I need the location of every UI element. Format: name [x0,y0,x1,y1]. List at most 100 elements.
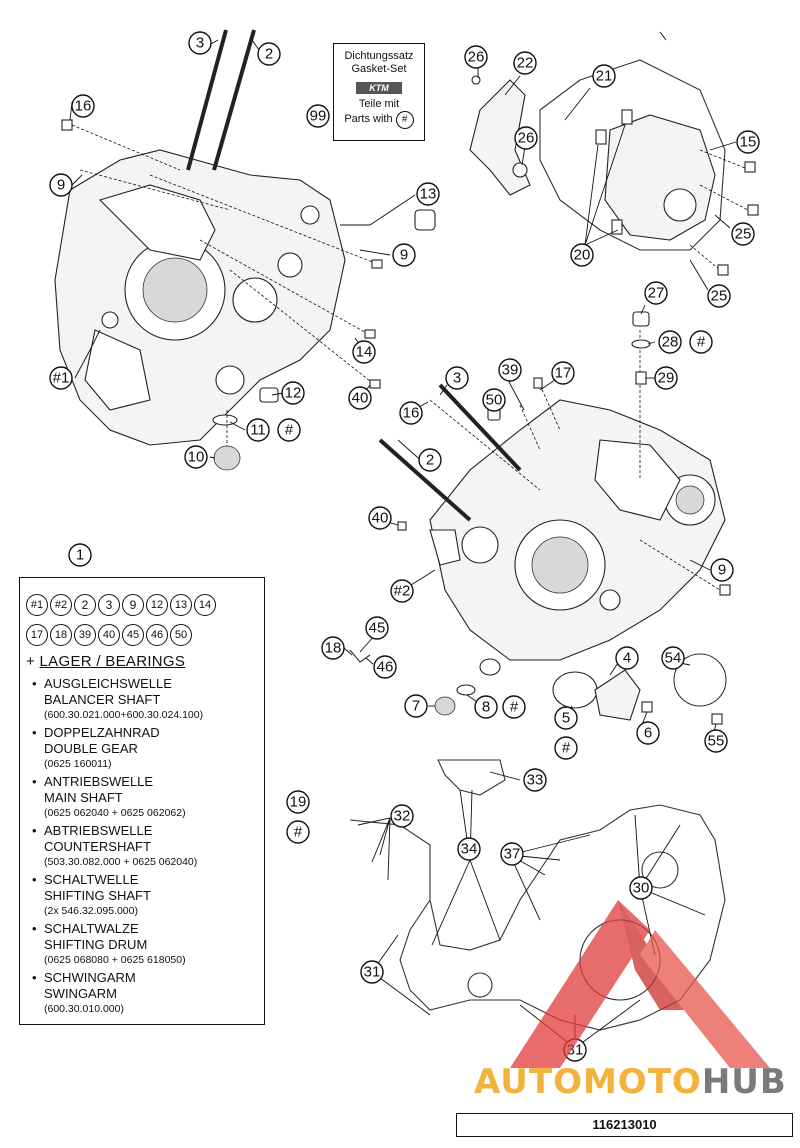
callout-label: 26 [468,49,485,66]
callout-label: 1 [76,547,84,564]
callout-55[interactable]: 55 [704,729,728,753]
legend-chip: 14 [194,594,216,616]
callout-6[interactable]: 6 [636,721,660,745]
callout-26[interactable]: 26 [514,126,538,150]
callout-4[interactable]: 4 [615,646,639,670]
callout-54[interactable]: 54 [661,646,685,670]
callout-label: 54 [665,650,682,667]
callout-hash[interactable]: # [277,418,301,442]
callout-16[interactable]: 16 [71,94,95,118]
callout-9[interactable]: 9 [392,243,416,267]
callout-18[interactable]: 18 [321,636,345,660]
callout-label: # [562,740,571,757]
gasket-kit-line-3: Teile mit [358,98,400,110]
callout-label: 2 [265,46,273,63]
callout-13[interactable]: 13 [416,182,440,206]
callout-2[interactable]: 2 [418,448,442,472]
callout-37[interactable]: 37 [500,842,524,866]
callout-label: 33 [527,772,544,789]
callout-9[interactable]: 9 [49,173,73,197]
document-number: 116213010 [456,1113,793,1137]
callout-29[interactable]: 29 [654,366,678,390]
callout-5[interactable]: 5 [554,706,578,730]
callout-3[interactable]: 3 [445,366,469,390]
callout-label: 3 [453,370,461,387]
callout-12[interactable]: 12 [281,381,305,405]
callout-19[interactable]: 19 [286,790,310,814]
gasket-kit-box: Dichtungssatz Gasket-Set KTM Teile mit P… [333,43,425,141]
legend-chip: #1 [26,594,48,616]
callout-25[interactable]: 25 [707,284,731,308]
watermark-text: AUTOMOTOHUB [474,1062,787,1102]
callout-33[interactable]: 33 [523,768,547,792]
legend-title: + LAGER / BEARINGS [26,653,185,670]
callout-25[interactable]: 25 [731,222,755,246]
right-crankcase-half [429,399,726,661]
callout-label: # [510,699,519,716]
callout-50[interactable]: 50 [482,388,506,412]
callout-9[interactable]: 9 [710,558,734,582]
callout-label: 26 [518,130,535,147]
legend-chip: 2 [74,594,96,616]
gasket-kit-line-2: Gasket-Set [351,63,407,75]
callout-21[interactable]: 21 [592,64,616,88]
callout-11[interactable]: 11 [246,418,270,442]
callout-27[interactable]: 27 [644,281,668,305]
callout-label: 31 [364,964,381,981]
callout-label: 5 [562,710,570,727]
callout-label: 40 [352,390,369,407]
legend-chip: 45 [122,624,144,646]
callout-39[interactable]: 39 [498,358,522,382]
callout-label: 15 [740,134,757,151]
callout-7[interactable]: 7 [404,694,428,718]
callout-8[interactable]: 8 [474,695,498,719]
callout-2[interactable]: 2 [257,42,281,66]
callout-hash1[interactable]: #1 [49,366,73,390]
callout-17[interactable]: 17 [551,361,575,385]
callout-10[interactable]: 10 [184,445,208,469]
callout-40[interactable]: 40 [368,506,392,530]
callout-26[interactable]: 26 [464,45,488,69]
callout-22[interactable]: 22 [513,51,537,75]
callout-label: 17 [555,365,572,382]
callout-34[interactable]: 34 [457,837,481,861]
callout-hash[interactable]: # [502,695,526,719]
callout-hash[interactable]: # [554,736,578,760]
hash-symbol: # [395,111,414,129]
callout-1[interactable]: 1 [68,543,92,567]
callout-46[interactable]: 46 [373,655,397,679]
callout-32[interactable]: 32 [390,804,414,828]
callout-15[interactable]: 15 [736,130,760,154]
callout-14[interactable]: 14 [352,340,376,364]
callout-label: 21 [596,68,613,85]
callout-99[interactable]: 99 [306,104,330,128]
callout-31[interactable]: 31 [360,960,384,984]
clutch-cover-parts [469,31,759,276]
callout-label: 13 [420,186,437,203]
callout-28[interactable]: 28 [658,330,682,354]
callout-3[interactable]: 3 [188,31,212,55]
legend-chip: 50 [170,624,192,646]
legend-chip: 46 [146,624,168,646]
callout-label: 39 [502,362,519,379]
callout-label: # [697,334,706,351]
legend-chip: #2 [50,594,72,616]
callout-40[interactable]: 40 [348,386,372,410]
callout-label: 50 [486,392,503,409]
callout-hash[interactable]: # [286,820,310,844]
callout-20[interactable]: 20 [570,243,594,267]
callouts: 3 2 99 26 22 21 16 26 15 9 13 25 9 20 25… [49,31,760,1062]
callout-label: 9 [57,177,65,194]
callout-hash2[interactable]: #2 [390,579,414,603]
callout-label: 20 [574,247,591,264]
callout-30[interactable]: 30 [629,876,653,900]
callout-label: 32 [394,808,411,825]
callout-hash[interactable]: # [689,330,713,354]
callout-16[interactable]: 16 [399,401,423,425]
callout-label: 28 [662,334,679,351]
callout-label: 16 [75,98,92,115]
callout-45[interactable]: 45 [365,616,389,640]
